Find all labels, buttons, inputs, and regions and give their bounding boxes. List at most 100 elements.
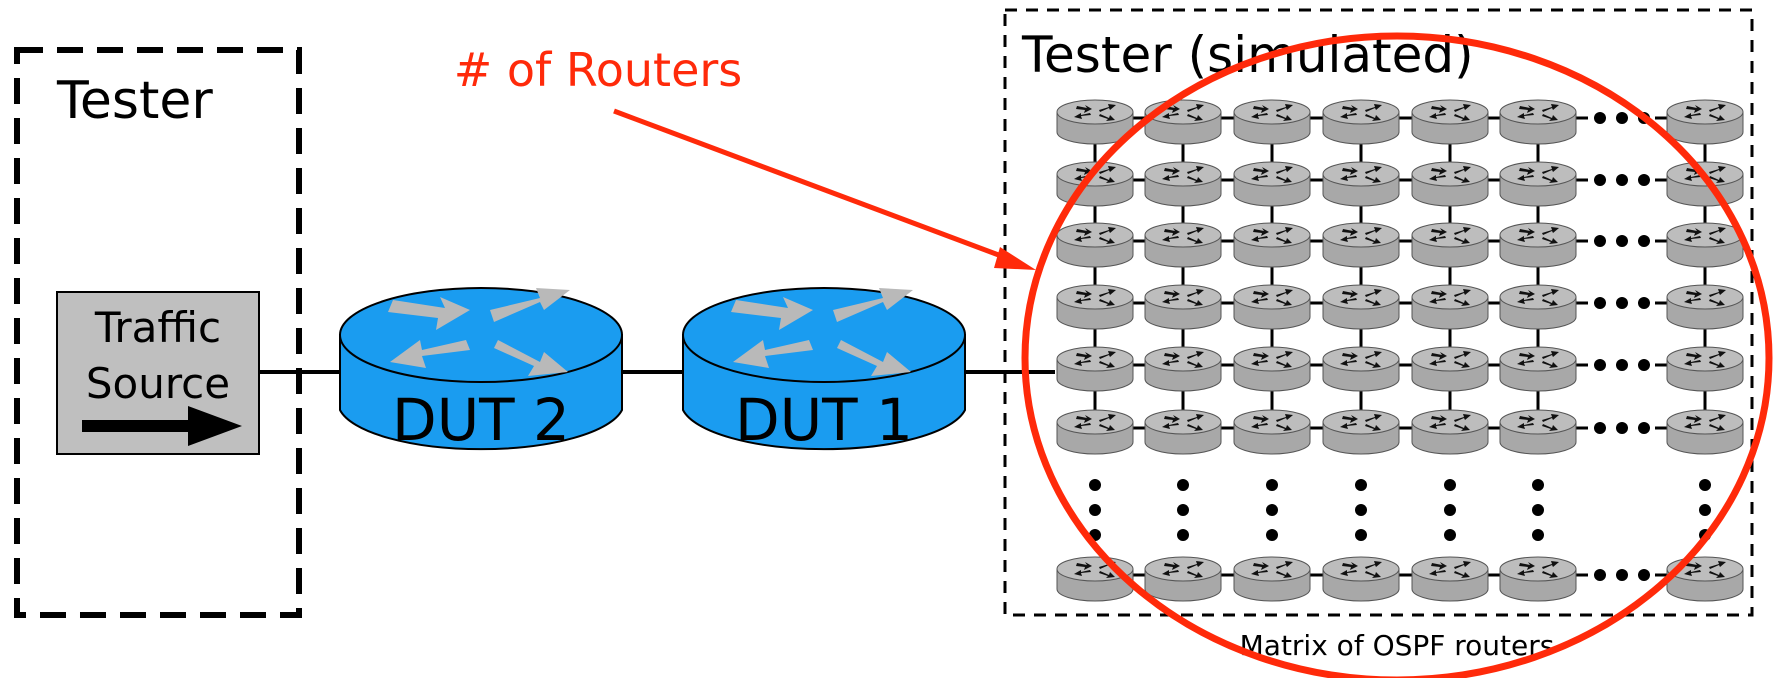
traffic-source-line2: Source — [86, 359, 230, 408]
horizontal-ellipsis-dot — [1594, 112, 1606, 124]
vertical-ellipsis-dot — [1266, 504, 1278, 516]
horizontal-ellipsis-dot — [1616, 174, 1628, 186]
ospf-router-icon — [1322, 99, 1400, 145]
ospf-router-icon — [1056, 284, 1134, 330]
ospf-router-icon — [1499, 222, 1577, 268]
vertical-ellipsis-dot — [1266, 479, 1278, 491]
ospf-router-icon — [1056, 222, 1134, 268]
vertical-ellipsis-dot — [1089, 479, 1101, 491]
horizontal-ellipsis-dot — [1616, 235, 1628, 247]
ospf-router-icon — [1411, 409, 1489, 455]
ospf-router-icon — [1056, 346, 1134, 392]
ospf-router-matrix — [1056, 99, 1744, 602]
ospf-router-icon — [1322, 161, 1400, 207]
vertical-ellipsis-dot — [1699, 504, 1711, 516]
ospf-router-icon — [1666, 284, 1744, 330]
ospf-router-icon — [1233, 284, 1311, 330]
ospf-router-icon — [1056, 99, 1134, 145]
ospf-router-icon — [1499, 556, 1577, 602]
traffic-source-box: Traffic Source — [56, 291, 260, 455]
vertical-ellipsis-dot — [1266, 529, 1278, 541]
ospf-router-icon — [1144, 556, 1222, 602]
ospf-router-icon — [1233, 161, 1311, 207]
ospf-router-icon — [1499, 346, 1577, 392]
tester-simulated-box — [1003, 8, 1754, 617]
horizontal-ellipsis-dot — [1638, 359, 1650, 371]
ospf-router-icon — [1411, 346, 1489, 392]
ospf-router-icon — [1056, 409, 1134, 455]
matrix-caption: Matrix of OSPF routers — [1240, 629, 1555, 662]
ospf-router-icon — [1144, 222, 1222, 268]
horizontal-ellipsis-dot — [1616, 569, 1628, 581]
horizontal-ellipsis-dot — [1594, 235, 1606, 247]
dut-1-router-icon: DUT 1 — [682, 287, 966, 454]
ospf-router-icon — [1499, 99, 1577, 145]
tester-left-box — [14, 47, 302, 618]
vertical-ellipsis-dot — [1355, 529, 1367, 541]
ospf-router-icon — [1499, 284, 1577, 330]
vertical-ellipsis-dot — [1532, 504, 1544, 516]
ospf-router-icon — [1666, 346, 1744, 392]
horizontal-ellipsis-dot — [1594, 174, 1606, 186]
ospf-router-icon — [1233, 99, 1311, 145]
ospf-router-icon — [1411, 161, 1489, 207]
horizontal-ellipsis-dot — [1594, 297, 1606, 309]
ospf-router-icon — [1666, 222, 1744, 268]
ospf-router-icon — [1411, 556, 1489, 602]
horizontal-ellipsis-dot — [1638, 569, 1650, 581]
ospf-router-icon — [1144, 284, 1222, 330]
vertical-ellipsis-dot — [1177, 479, 1189, 491]
tester-left-label: Tester — [56, 71, 213, 131]
vertical-ellipsis-dot — [1177, 504, 1189, 516]
dut-2-label: DUT 2 — [392, 386, 570, 454]
router-count-label: # of Routers — [454, 43, 743, 97]
vertical-ellipsis-dot — [1177, 529, 1189, 541]
horizontal-ellipsis-dot — [1594, 569, 1606, 581]
ospf-router-icon — [1499, 409, 1577, 455]
router-count-highlight-circle — [1021, 32, 1773, 678]
dut-1-label: DUT 1 — [735, 386, 913, 454]
ospf-router-icon — [1144, 99, 1222, 145]
vertical-ellipsis-dot — [1089, 504, 1101, 516]
ospf-router-icon — [1233, 556, 1311, 602]
ospf-router-icon — [1666, 409, 1744, 455]
ospf-router-icon — [1666, 161, 1744, 207]
vertical-ellipsis-dot — [1444, 504, 1456, 516]
vertical-ellipsis-dot — [1532, 529, 1544, 541]
horizontal-ellipsis-dot — [1638, 235, 1650, 247]
ospf-router-icon — [1144, 346, 1222, 392]
vertical-ellipsis-dot — [1444, 479, 1456, 491]
horizontal-ellipsis-dot — [1638, 174, 1650, 186]
ospf-router-icon — [1144, 161, 1222, 207]
horizontal-ellipsis-dot — [1594, 422, 1606, 434]
horizontal-ellipsis-dot — [1616, 422, 1628, 434]
ospf-router-icon — [1322, 346, 1400, 392]
ospf-router-icon — [1411, 99, 1489, 145]
vertical-ellipsis-dot — [1532, 479, 1544, 491]
ospf-router-icon — [1322, 222, 1400, 268]
ospf-router-icon — [1144, 409, 1222, 455]
ospf-router-icon — [1233, 222, 1311, 268]
dut-2-router-icon: DUT 2 — [339, 287, 623, 454]
ospf-router-icon — [1233, 409, 1311, 455]
horizontal-ellipsis-dot — [1616, 112, 1628, 124]
traffic-arrow-icon — [82, 406, 242, 446]
traffic-source-line1: Traffic — [94, 303, 221, 352]
horizontal-ellipsis-dot — [1638, 297, 1650, 309]
ospf-router-icon — [1233, 346, 1311, 392]
ospf-router-icon — [1411, 222, 1489, 268]
horizontal-ellipsis-dot — [1594, 359, 1606, 371]
ospf-router-icon — [1322, 556, 1400, 602]
horizontal-ellipsis-dot — [1616, 359, 1628, 371]
ospf-router-icon — [1322, 409, 1400, 455]
vertical-ellipsis-dot — [1444, 529, 1456, 541]
vertical-ellipsis-dot — [1355, 479, 1367, 491]
horizontal-ellipsis-dot — [1616, 297, 1628, 309]
router-count-arrow-icon — [613, 108, 1036, 270]
ospf-router-icon — [1322, 284, 1400, 330]
vertical-ellipsis-dot — [1355, 504, 1367, 516]
ospf-router-icon — [1666, 556, 1744, 602]
horizontal-ellipsis-dot — [1638, 422, 1650, 434]
ospf-router-icon — [1411, 284, 1489, 330]
